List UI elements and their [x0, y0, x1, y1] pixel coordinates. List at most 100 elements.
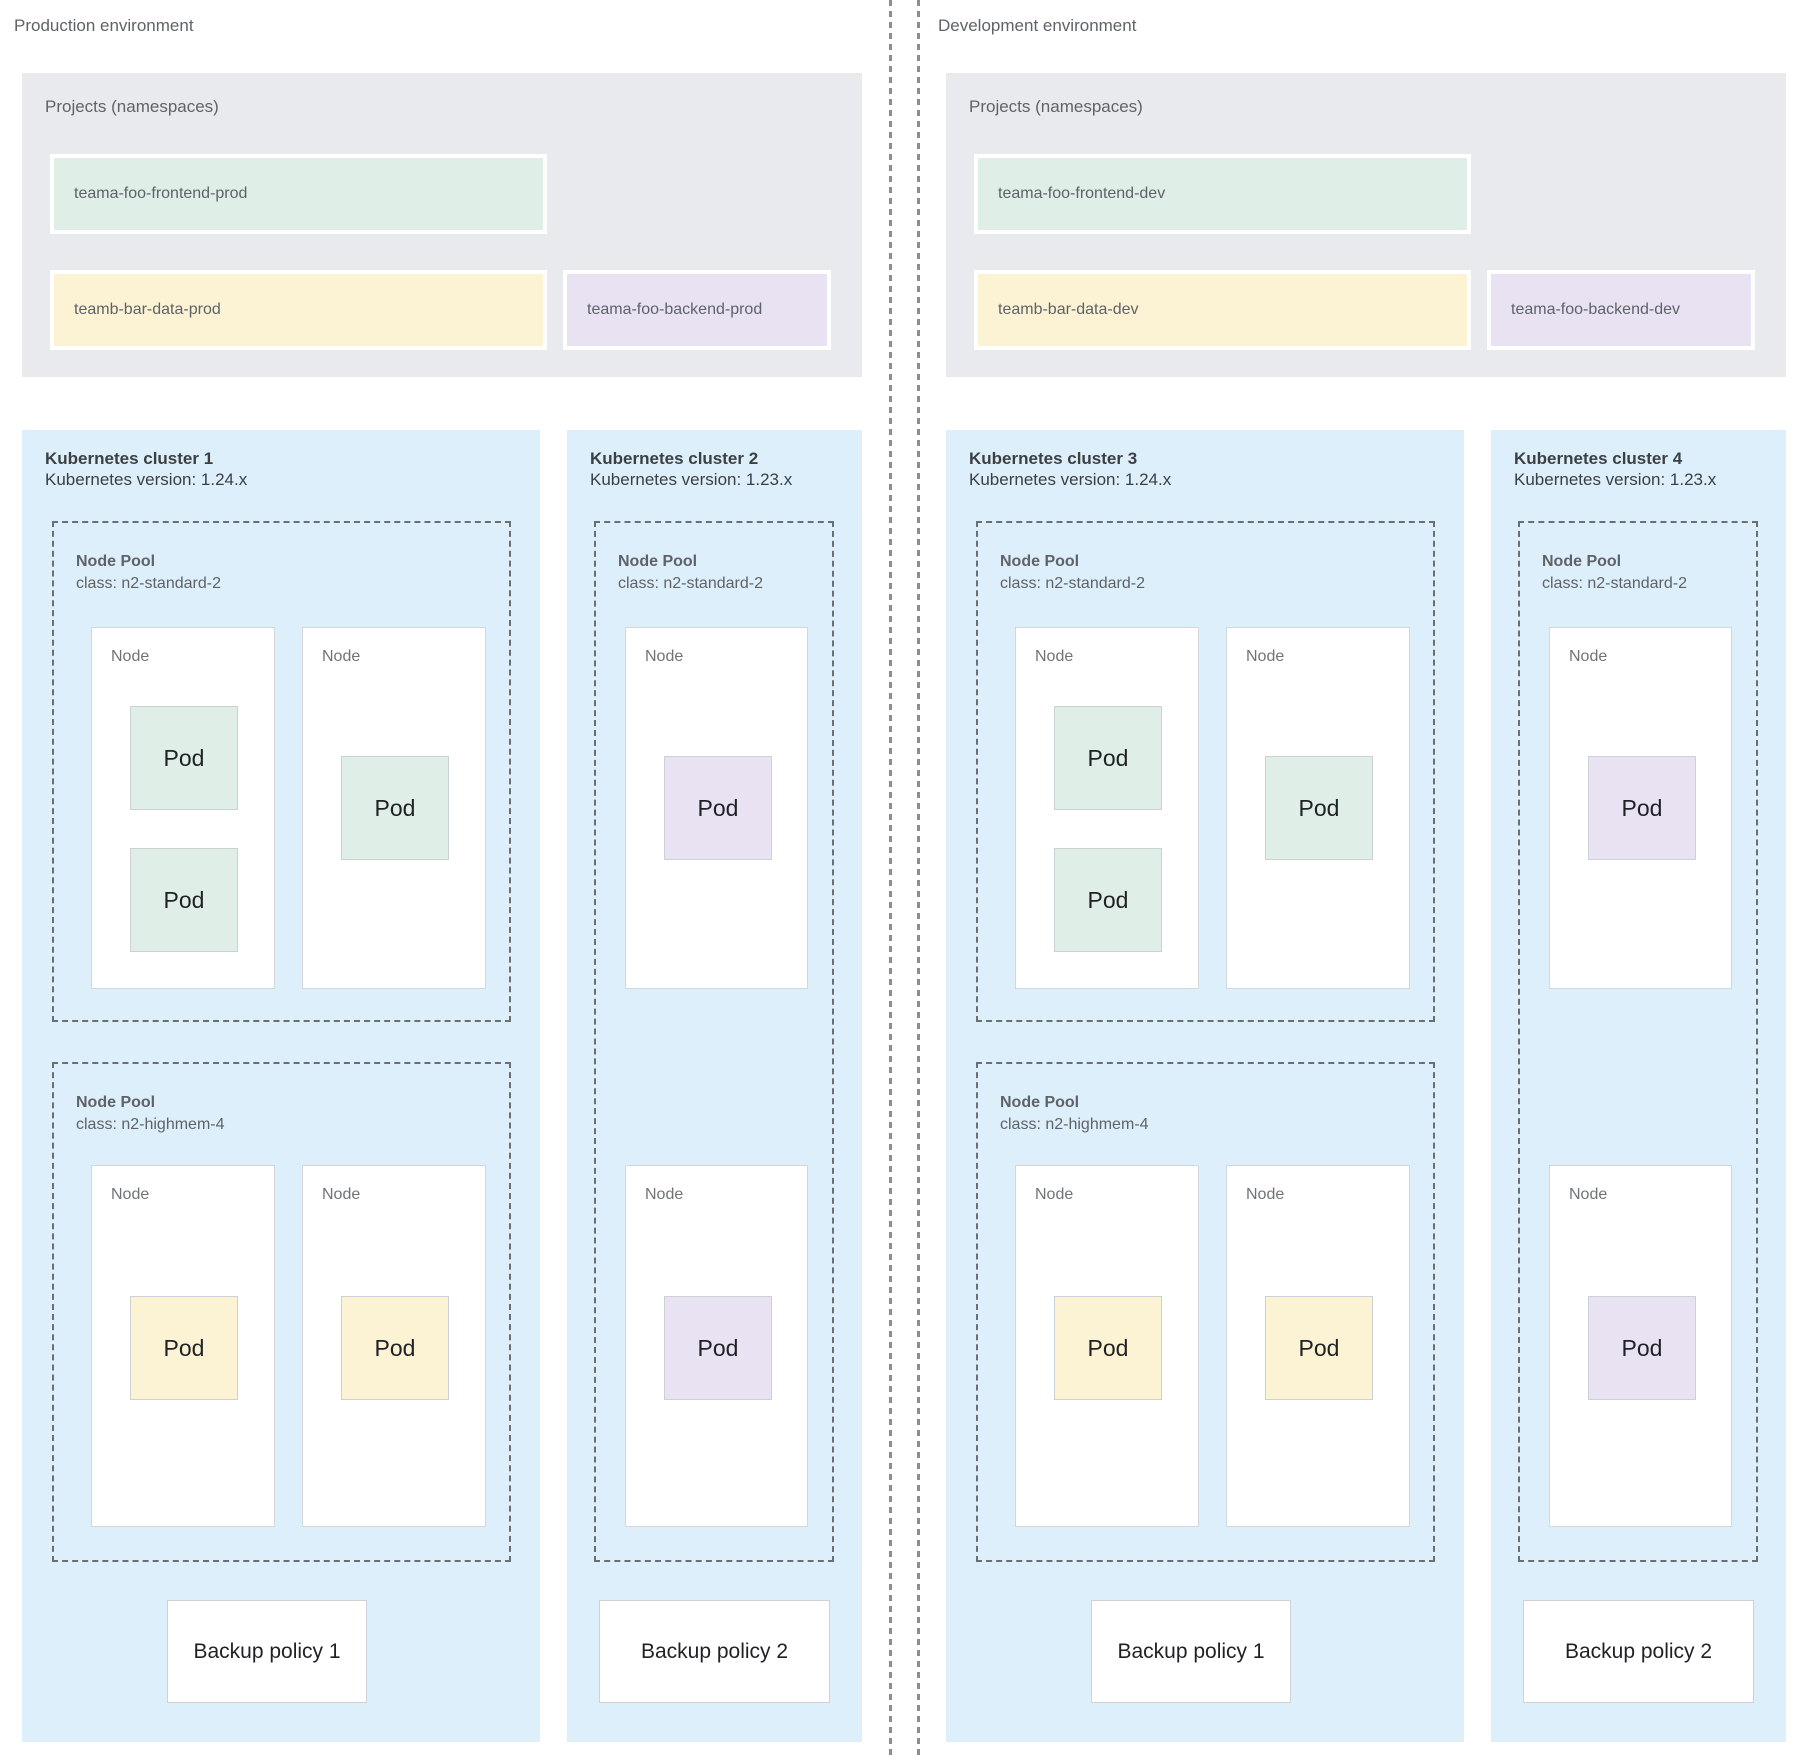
node: Node Pod Pod — [91, 627, 275, 989]
pod: Pod — [341, 756, 449, 860]
projects-panel: Projects (namespaces) teama-foo-frontend… — [946, 73, 1786, 377]
backup-policy-box: Backup policy 2 — [599, 1600, 830, 1703]
node-pool-title: Node Pool — [76, 1094, 156, 1111]
backup-policy-box: Backup policy 2 — [1523, 1600, 1754, 1703]
node-label: Node — [111, 1186, 150, 1203]
node-pool-header: Node Pool class: n2-standard-2 — [1542, 551, 1687, 595]
projects-panel: Projects (namespaces) teama-foo-frontend… — [22, 73, 862, 377]
node-pool-standard: Node Pool class: n2-standard-2 Node Pod … — [976, 521, 1435, 1022]
cluster-header: Kubernetes cluster 2 Kubernetes version:… — [590, 448, 792, 490]
node-pool-class: class: n2-standard-2 — [76, 575, 221, 592]
pod: Pod — [1588, 756, 1696, 860]
node-label: Node — [1035, 1186, 1074, 1203]
node-pool-class: class: n2-highmem-4 — [1000, 1116, 1149, 1133]
cluster-title: Kubernetes cluster 4 — [1514, 449, 1683, 468]
node: Node Pod — [1226, 627, 1410, 989]
cluster-title: Kubernetes cluster 1 — [45, 449, 214, 468]
projects-panel-title: Projects (namespaces) — [969, 97, 1143, 116]
node-pool-header: Node Pool class: n2-standard-2 — [1000, 551, 1145, 595]
node-pool-header: Node Pool class: n2-highmem-4 — [1000, 1092, 1149, 1136]
cluster-header: Kubernetes cluster 4 Kubernetes version:… — [1514, 448, 1716, 490]
node-pool-standard: Node Pool class: n2-standard-2 Node Pod … — [52, 521, 511, 1022]
node-label: Node — [1246, 648, 1285, 665]
namespace-box-frontend: teama-foo-frontend-prod — [50, 154, 547, 234]
namespace-box-data: teamb-bar-data-dev — [974, 270, 1471, 350]
node-pool-class: class: n2-standard-2 — [1000, 575, 1145, 592]
pod: Pod — [1054, 706, 1162, 810]
node-pool-standard: Node Pool class: n2-standard-2 Node Pod … — [594, 521, 834, 1562]
node: Node Pod — [1549, 1165, 1732, 1527]
cluster-panel-1: Kubernetes cluster 1 Kubernetes version:… — [22, 430, 540, 1742]
node-pool-title: Node Pool — [76, 553, 156, 570]
backup-policy-box: Backup policy 1 — [1091, 1600, 1291, 1703]
projects-panel-title: Projects (namespaces) — [45, 97, 219, 116]
node: Node Pod Pod — [1015, 627, 1199, 989]
cluster-title: Kubernetes cluster 2 — [590, 449, 759, 468]
node: Node Pod — [91, 1165, 275, 1527]
node: Node Pod — [625, 1165, 808, 1527]
pod: Pod — [664, 756, 772, 860]
node-label: Node — [645, 1186, 684, 1203]
cluster-header: Kubernetes cluster 1 Kubernetes version:… — [45, 448, 247, 490]
node-pool-header: Node Pool class: n2-highmem-4 — [76, 1092, 225, 1136]
pod: Pod — [1588, 1296, 1696, 1400]
node: Node Pod — [625, 627, 808, 989]
node: Node Pod — [1226, 1165, 1410, 1527]
namespace-box-backend: teama-foo-backend-prod — [563, 270, 831, 350]
node-pool-class: class: n2-standard-2 — [618, 575, 763, 592]
node-label: Node — [1246, 1186, 1285, 1203]
cluster-panel-3: Kubernetes cluster 3 Kubernetes version:… — [946, 430, 1464, 1742]
production-environment: Production environment Projects (namespa… — [0, 0, 890, 1760]
node-pool-title: Node Pool — [618, 553, 698, 570]
namespace-box-backend: teama-foo-backend-dev — [1487, 270, 1755, 350]
pod: Pod — [130, 1296, 238, 1400]
node-label: Node — [1569, 1186, 1608, 1203]
node: Node Pod — [1549, 627, 1732, 989]
node-label: Node — [645, 648, 684, 665]
node-label: Node — [1035, 648, 1074, 665]
node-pool-title: Node Pool — [1542, 553, 1622, 570]
pod: Pod — [1265, 756, 1373, 860]
namespace-box-data: teamb-bar-data-prod — [50, 270, 547, 350]
node: Node Pod — [1015, 1165, 1199, 1527]
pod: Pod — [1265, 1296, 1373, 1400]
environment-divider-line-left — [889, 0, 892, 1760]
cluster-panel-2: Kubernetes cluster 2 Kubernetes version:… — [567, 430, 862, 1742]
node: Node Pod — [302, 1165, 486, 1527]
node-pool-standard: Node Pool class: n2-standard-2 Node Pod … — [1518, 521, 1758, 1562]
environment-divider-line-right — [917, 0, 920, 1760]
backup-policy-box: Backup policy 1 — [167, 1600, 367, 1703]
cluster-title: Kubernetes cluster 3 — [969, 449, 1138, 468]
environment-label: Production environment — [14, 16, 194, 35]
node-label: Node — [111, 648, 150, 665]
node-label: Node — [322, 1186, 361, 1203]
cluster-header: Kubernetes cluster 3 Kubernetes version:… — [969, 448, 1171, 490]
node-pool-header: Node Pool class: n2-standard-2 — [618, 551, 763, 595]
node-pool-highmem: Node Pool class: n2-highmem-4 Node Pod N… — [976, 1062, 1435, 1562]
cluster-version: Kubernetes version: 1.24.x — [45, 470, 248, 489]
node-label: Node — [322, 648, 361, 665]
namespace-label: teama-foo-frontend-dev — [998, 185, 1166, 202]
cluster-version: Kubernetes version: 1.24.x — [969, 470, 1172, 489]
pod: Pod — [1054, 848, 1162, 952]
development-environment: Development environment Projects (namesp… — [924, 0, 1800, 1760]
node-pool-title: Node Pool — [1000, 553, 1080, 570]
namespace-label: teamb-bar-data-prod — [74, 301, 221, 318]
node: Node Pod — [302, 627, 486, 989]
pod: Pod — [664, 1296, 772, 1400]
namespace-label: teamb-bar-data-dev — [998, 301, 1139, 318]
node-pool-title: Node Pool — [1000, 1094, 1080, 1111]
cluster-version: Kubernetes version: 1.23.x — [1514, 470, 1717, 489]
namespace-label: teama-foo-backend-prod — [587, 301, 763, 318]
cluster-version: Kubernetes version: 1.23.x — [590, 470, 793, 489]
namespace-box-frontend: teama-foo-frontend-dev — [974, 154, 1471, 234]
namespace-label: teama-foo-backend-dev — [1511, 301, 1680, 318]
node-pool-highmem: Node Pool class: n2-highmem-4 Node Pod N… — [52, 1062, 511, 1562]
environment-label: Development environment — [938, 16, 1137, 35]
pod: Pod — [130, 706, 238, 810]
cluster-panel-4: Kubernetes cluster 4 Kubernetes version:… — [1491, 430, 1786, 1742]
node-pool-class: class: n2-highmem-4 — [76, 1116, 225, 1133]
node-label: Node — [1569, 648, 1608, 665]
namespace-label: teama-foo-frontend-prod — [74, 185, 248, 202]
